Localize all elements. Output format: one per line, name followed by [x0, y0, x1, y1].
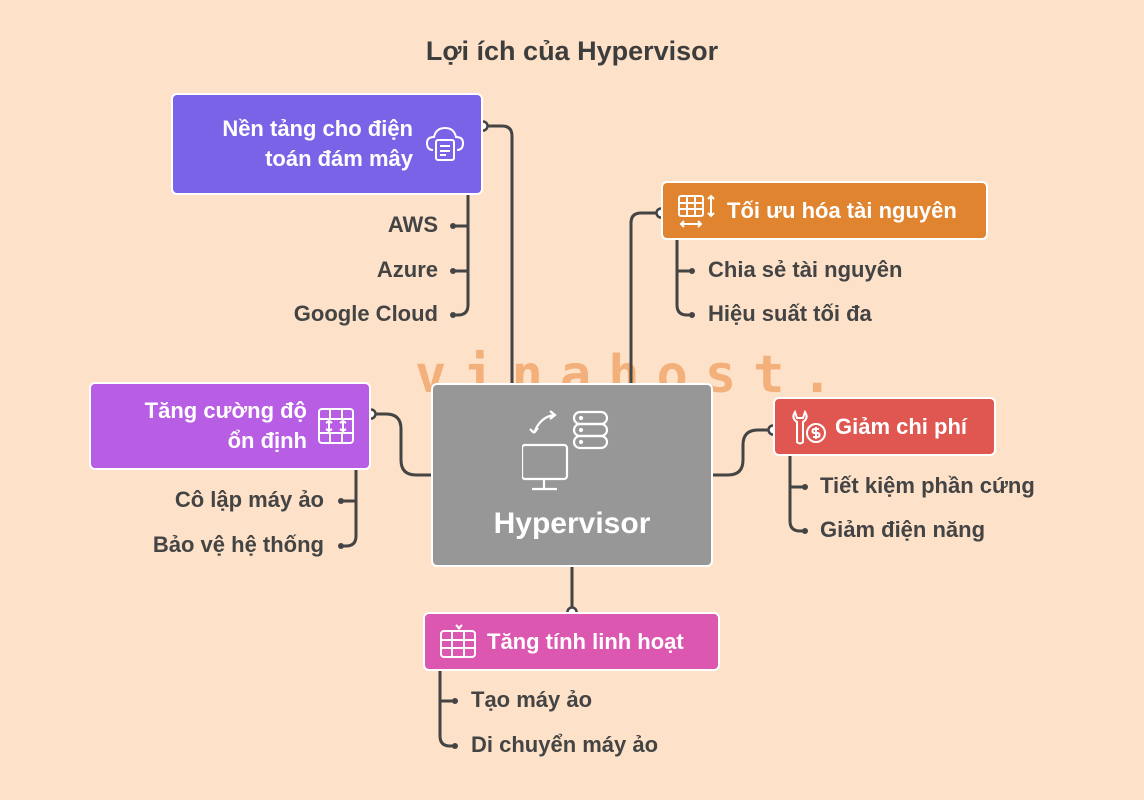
leaf-dot	[802, 484, 808, 490]
connector-cloud-items	[453, 195, 470, 317]
leaf-dot	[452, 743, 458, 749]
branch-label: Giảm chi phí	[835, 413, 968, 439]
wrench-dollar-icon	[792, 409, 826, 444]
branch-label: Tối ưu hóa tài nguyên	[727, 197, 957, 223]
leaf-dot	[338, 543, 344, 549]
leaf-dot	[802, 528, 808, 534]
branch-flexibility: Tăng tính linh hoạt	[423, 612, 720, 671]
leaf-dot	[338, 498, 344, 504]
leaf-item: Google Cloud	[293, 301, 438, 326]
leaf-item: Cô lập máy ảo	[174, 487, 324, 512]
table-edit-icon	[440, 623, 476, 658]
leaf-item: AWS	[387, 212, 438, 237]
table-arrows-icon	[318, 408, 354, 444]
connector-stability	[371, 412, 431, 477]
leaf-dot	[450, 268, 456, 274]
leaf-item: Hiệu suất tối đa	[708, 301, 872, 326]
connector-cost-items	[788, 456, 805, 533]
leaf-item: Di chuyển máy ảo	[471, 732, 659, 757]
branch-label: Nền tảng cho điện toán đám mây	[222, 116, 413, 171]
leaf-item: Azure	[376, 257, 438, 282]
connector-cloud	[483, 124, 514, 383]
leaf-dot	[689, 312, 695, 318]
connector-stability-items	[341, 470, 358, 548]
leaf-dot	[689, 268, 695, 274]
leaf-item: Bảo vệ hệ thống	[152, 532, 324, 557]
connector-optimize	[629, 211, 661, 383]
branch-label: Tăng tính linh hoạt	[487, 628, 684, 654]
hypervisor-icon	[522, 410, 609, 491]
connector-flex-items	[438, 671, 455, 748]
hypervisor-node: Hypervisor	[431, 383, 713, 567]
branch-cloud-platform: Nền tảng cho điện toán đám mây	[171, 93, 483, 195]
leaf-item: Chia sẻ tài nguyên	[708, 257, 903, 282]
leaf-dot	[452, 698, 458, 704]
table-resize-icon	[678, 194, 715, 228]
branch-stability: Tăng cường độ ổn định	[89, 382, 371, 470]
branch-label: Tăng cường độ ổn định	[144, 398, 307, 453]
branch-cost-reduction: Giảm chi phí	[773, 397, 996, 456]
leaf-dot	[450, 223, 456, 229]
cloud-document-icon	[425, 126, 465, 161]
connector-optimize-items	[675, 240, 692, 317]
connector-cost	[713, 428, 773, 477]
leaf-item: Tạo máy ảo	[471, 687, 593, 712]
leaf-item: Tiết kiệm phần cứng	[820, 473, 1035, 498]
diagram-title: Lợi ích của Hypervisor	[425, 36, 719, 66]
leaf-item: Giảm điện năng	[820, 517, 986, 542]
hypervisor-label: Hypervisor	[493, 507, 651, 540]
leaf-dot	[450, 312, 456, 318]
branch-resource-optimization: Tối ưu hóa tài nguyên	[661, 181, 988, 240]
